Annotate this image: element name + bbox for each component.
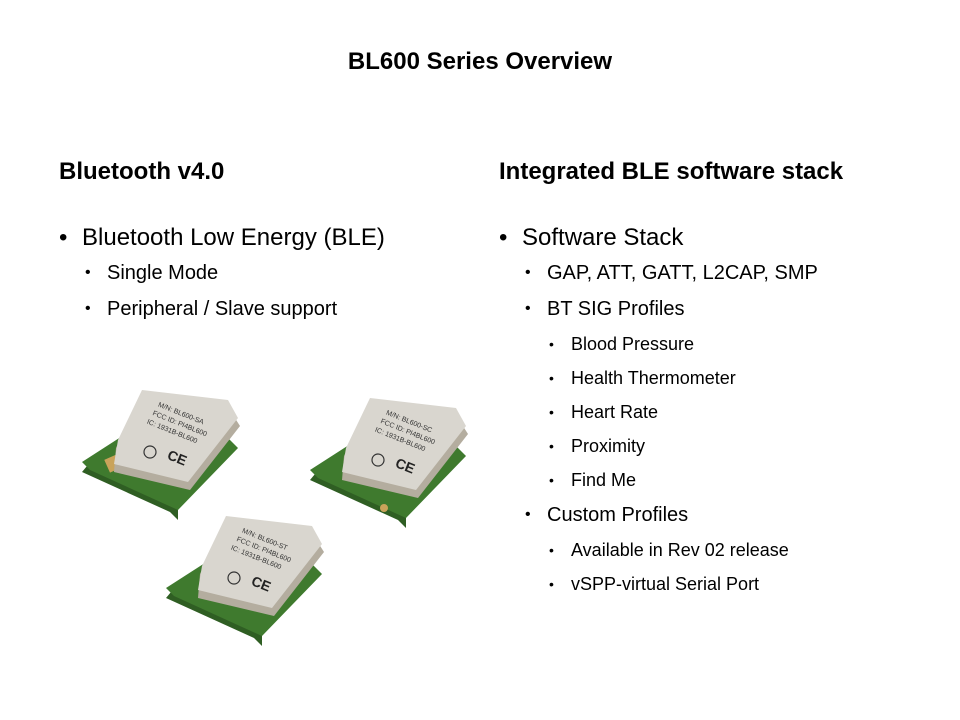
cert-mark-icon — [371, 453, 385, 467]
list-item: • Blood Pressure — [499, 327, 818, 361]
module-shield-top — [198, 516, 322, 608]
bullet-icon: • — [525, 300, 531, 317]
ce-mark-icon: CE — [393, 455, 417, 477]
bullet-icon: • — [85, 264, 91, 281]
slide-title: BL600 Series Overview — [347, 48, 613, 75]
bl600-modules-photo: M/N: BL600-SA FCC ID: PI4BL600 IC: 1931B… — [82, 390, 468, 646]
bullet-icon: • — [499, 224, 508, 251]
ce-mark-icon: CE — [165, 447, 189, 469]
list-item: • Single Mode — [59, 255, 385, 291]
bullet-icon: • — [549, 404, 554, 420]
list-item: • Health Thermometer — [499, 361, 818, 395]
bullet-icon: • — [525, 506, 531, 523]
left-bullet-list: • Bluetooth Low Energy (BLE) • Single Mode… — [59, 221, 385, 327]
list-item-text: Find Me — [571, 470, 637, 490]
list-item-text: BT SIG Profiles — [547, 298, 685, 320]
right-heading: Integrated BLE software stack — [499, 158, 844, 185]
list-item: • BT SIG Profiles — [499, 291, 818, 327]
bl600-module-st: M/N: BL600-ST FCC ID: PI4BL600 IC: 1931B… — [166, 516, 324, 646]
list-item: • Proximity — [499, 429, 818, 463]
bullet-icon: • — [549, 576, 554, 592]
bl600-module-sc: M/N: BL600-SC FCC ID: PI4BL600 IC: 1931B… — [310, 398, 468, 528]
bullet-icon: • — [549, 336, 554, 352]
module-shield-top — [114, 390, 238, 482]
bullet-icon: • — [85, 300, 91, 317]
list-item: • Software Stack — [499, 221, 818, 255]
list-item: • vSPP-virtual Serial Port — [499, 567, 818, 601]
bullet-icon: • — [525, 264, 531, 281]
list-item-text: Peripheral / Slave support — [107, 298, 338, 320]
right-bullet-list: • Software Stack • GAP, ATT, GATT, L2CAP, … — [499, 221, 818, 601]
list-item-text: Bluetooth Low Energy (BLE) — [82, 224, 385, 251]
list-item-text: Blood Pressure — [571, 334, 695, 354]
module-shield-top — [342, 398, 466, 490]
module-antenna-connector — [380, 504, 388, 512]
bullet-icon: • — [549, 370, 554, 386]
list-item: • Bluetooth Low Energy (BLE) — [59, 221, 385, 255]
list-item: • GAP, ATT, GATT, L2CAP, SMP — [499, 255, 818, 291]
list-item: • Available in Rev 02 release — [499, 533, 818, 567]
list-item-text: GAP, ATT, GATT, L2CAP, SMP — [547, 262, 818, 284]
list-item: • Heart Rate — [499, 395, 818, 429]
list-item-text: vSPP-virtual Serial Port — [571, 574, 760, 594]
bl600-module-sa: M/N: BL600-SA FCC ID: PI4BL600 IC: 1931B… — [82, 390, 240, 520]
cert-mark-icon — [143, 445, 157, 459]
list-item-text: Single Mode — [107, 262, 219, 284]
list-item-text: Software Stack — [522, 224, 684, 251]
ce-mark-icon: CE — [249, 573, 273, 595]
list-item-text: Heart Rate — [571, 402, 659, 422]
cert-mark-icon — [227, 571, 241, 585]
bullet-icon: • — [549, 542, 554, 558]
list-item: • Custom Profiles — [499, 497, 818, 533]
list-item: • Peripheral / Slave support — [59, 291, 385, 327]
list-item-text: Available in Rev 02 release — [571, 540, 789, 560]
list-item-text: Custom Profiles — [547, 504, 689, 526]
bullet-icon: • — [59, 224, 68, 251]
list-item: • Find Me — [499, 463, 818, 497]
bullet-icon: • — [549, 438, 554, 454]
left-heading: Bluetooth v4.0 — [59, 158, 225, 185]
list-item-text: Health Thermometer — [571, 368, 736, 388]
bullet-icon: • — [549, 472, 554, 488]
list-item-text: Proximity — [571, 436, 646, 456]
